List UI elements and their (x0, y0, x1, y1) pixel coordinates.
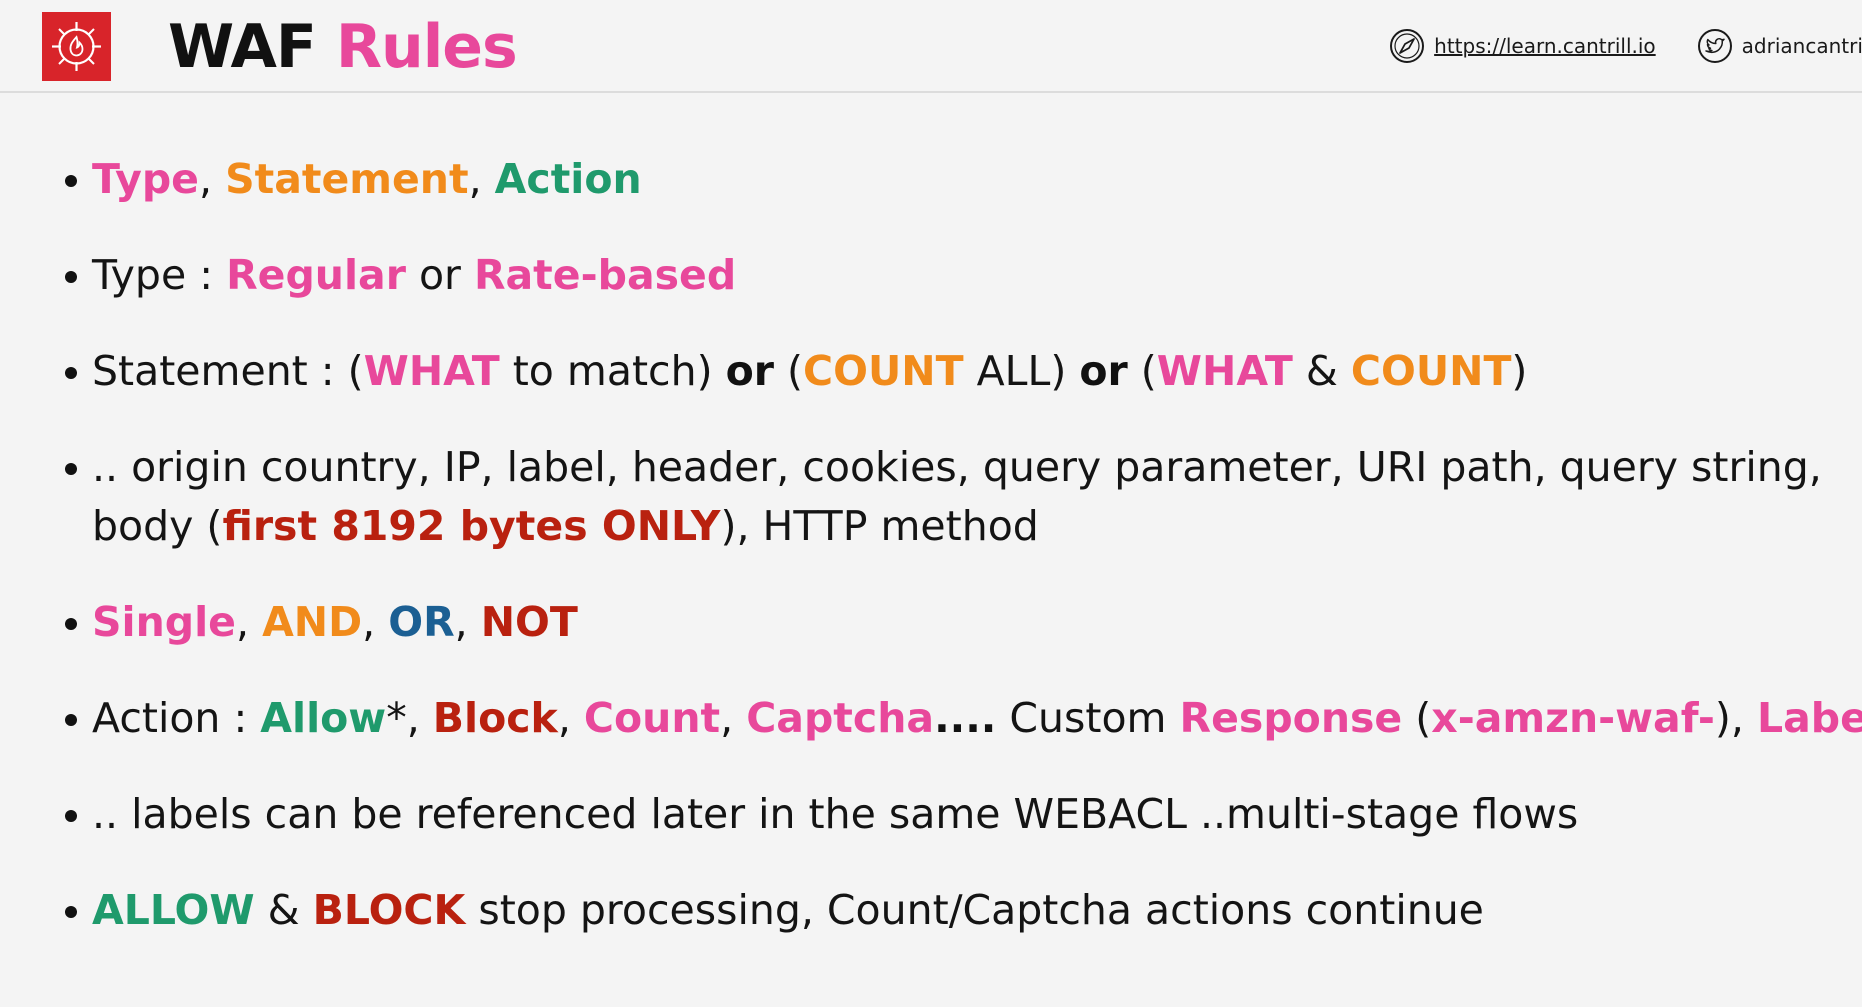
separator: , (468, 155, 495, 203)
term-type: Type (92, 155, 199, 203)
separator: , (454, 598, 481, 646)
term-single: Single (92, 598, 236, 646)
term-block: Block (432, 694, 558, 742)
term-statement: Statement (225, 155, 469, 203)
term-block-caps: BLOCK (312, 886, 466, 934)
term-allow-caps: ALLOW (92, 886, 255, 934)
term-rate-based: Rate-based (473, 251, 737, 299)
term-and: AND (262, 598, 363, 646)
bullet-match-criteria: .. origin country, IP, label, header, co… (60, 438, 1852, 556)
bullet-logic-operators: Single, AND, OR, NOT (60, 593, 1850, 652)
connector-or: or (725, 347, 774, 395)
website-link[interactable]: https://learn.cantrill.io (1434, 34, 1656, 58)
text-labels: .. labels can be referenced later in the… (92, 790, 1579, 838)
term-count: Count (583, 694, 721, 742)
paren-open: ( (1402, 694, 1432, 742)
term-count: COUNT (1350, 347, 1512, 395)
bullet-actions: Action : Allow*, Block, Count, Captcha..… (60, 689, 1862, 748)
text-asterisk: *, (386, 694, 433, 742)
slide-header: WAF Rules https://learn.cantrill.io adri… (0, 0, 1862, 93)
term-body-limit: first 8192 bytes ONLY (222, 502, 721, 550)
text-to-match: to match) (499, 347, 726, 395)
header-links: https://learn.cantrill.io adriancantrill (1388, 26, 1862, 66)
title-word-rules: Rules (335, 12, 518, 82)
term-response: Response (1179, 694, 1403, 742)
text-all: ALL) (963, 347, 1080, 395)
text-custom: Custom (996, 694, 1180, 742)
term-header-prefix: x-amzn-waf- (1431, 694, 1715, 742)
paren-close: ) (1511, 347, 1528, 395)
text-stop-processing: stop processing, Count/Captcha actions c… (465, 886, 1484, 934)
label-action: Action : (92, 694, 261, 742)
term-action: Action (494, 155, 642, 203)
compass-icon (1388, 27, 1426, 65)
text-ellipsis: .... (934, 694, 997, 742)
term-what: WHAT (363, 347, 500, 395)
label-type: Type : (92, 251, 227, 299)
separator: , (198, 155, 226, 203)
term-regular: Regular (226, 251, 406, 299)
term-not: NOT (480, 598, 578, 646)
term-captcha: Captcha (746, 694, 935, 742)
connector-or: or (405, 251, 474, 299)
term-label: Label (1756, 694, 1862, 742)
label-statement: Statement : ( (92, 347, 364, 395)
twitter-handle[interactable]: adriancantrill (1741, 34, 1862, 58)
term-or: OR (388, 598, 455, 646)
text-ampersand: & (1292, 347, 1351, 395)
bullet-rule-components: Type, Statement, Action (60, 150, 1850, 209)
text-match-fields: .. origin country, IP, label, header, co… (92, 443, 1822, 550)
waf-firewall-icon (42, 12, 111, 81)
bullet-labels: .. labels can be referenced later in the… (60, 785, 1850, 844)
separator: , (557, 694, 584, 742)
separator: , (362, 598, 389, 646)
separator: , (720, 694, 747, 742)
title-word-waf: WAF (168, 12, 317, 82)
twitter-icon (1696, 27, 1734, 65)
term-what: WHAT (1156, 347, 1293, 395)
paren-open: ( (1127, 347, 1157, 395)
text-http-method: ), HTTP method (720, 502, 1039, 550)
connector-or: or (1079, 347, 1128, 395)
bullet-processing: ALLOW & BLOCK stop processing, Count/Cap… (60, 881, 1850, 940)
term-count: COUNT (803, 347, 964, 395)
separator: , (235, 598, 263, 646)
term-allow: Allow (260, 694, 387, 742)
slide-title: WAF Rules (168, 12, 518, 82)
bullet-list: Type, Statement, Action Type : Regular o… (60, 150, 1862, 940)
text-ampersand: & (254, 886, 313, 934)
paren-open: ( (774, 347, 804, 395)
bullet-rule-type: Type : Regular or Rate-based (60, 246, 1850, 305)
bullet-statement: Statement : (WHAT to match) or (COUNT AL… (60, 342, 1850, 401)
paren-close: ), (1714, 694, 1757, 742)
